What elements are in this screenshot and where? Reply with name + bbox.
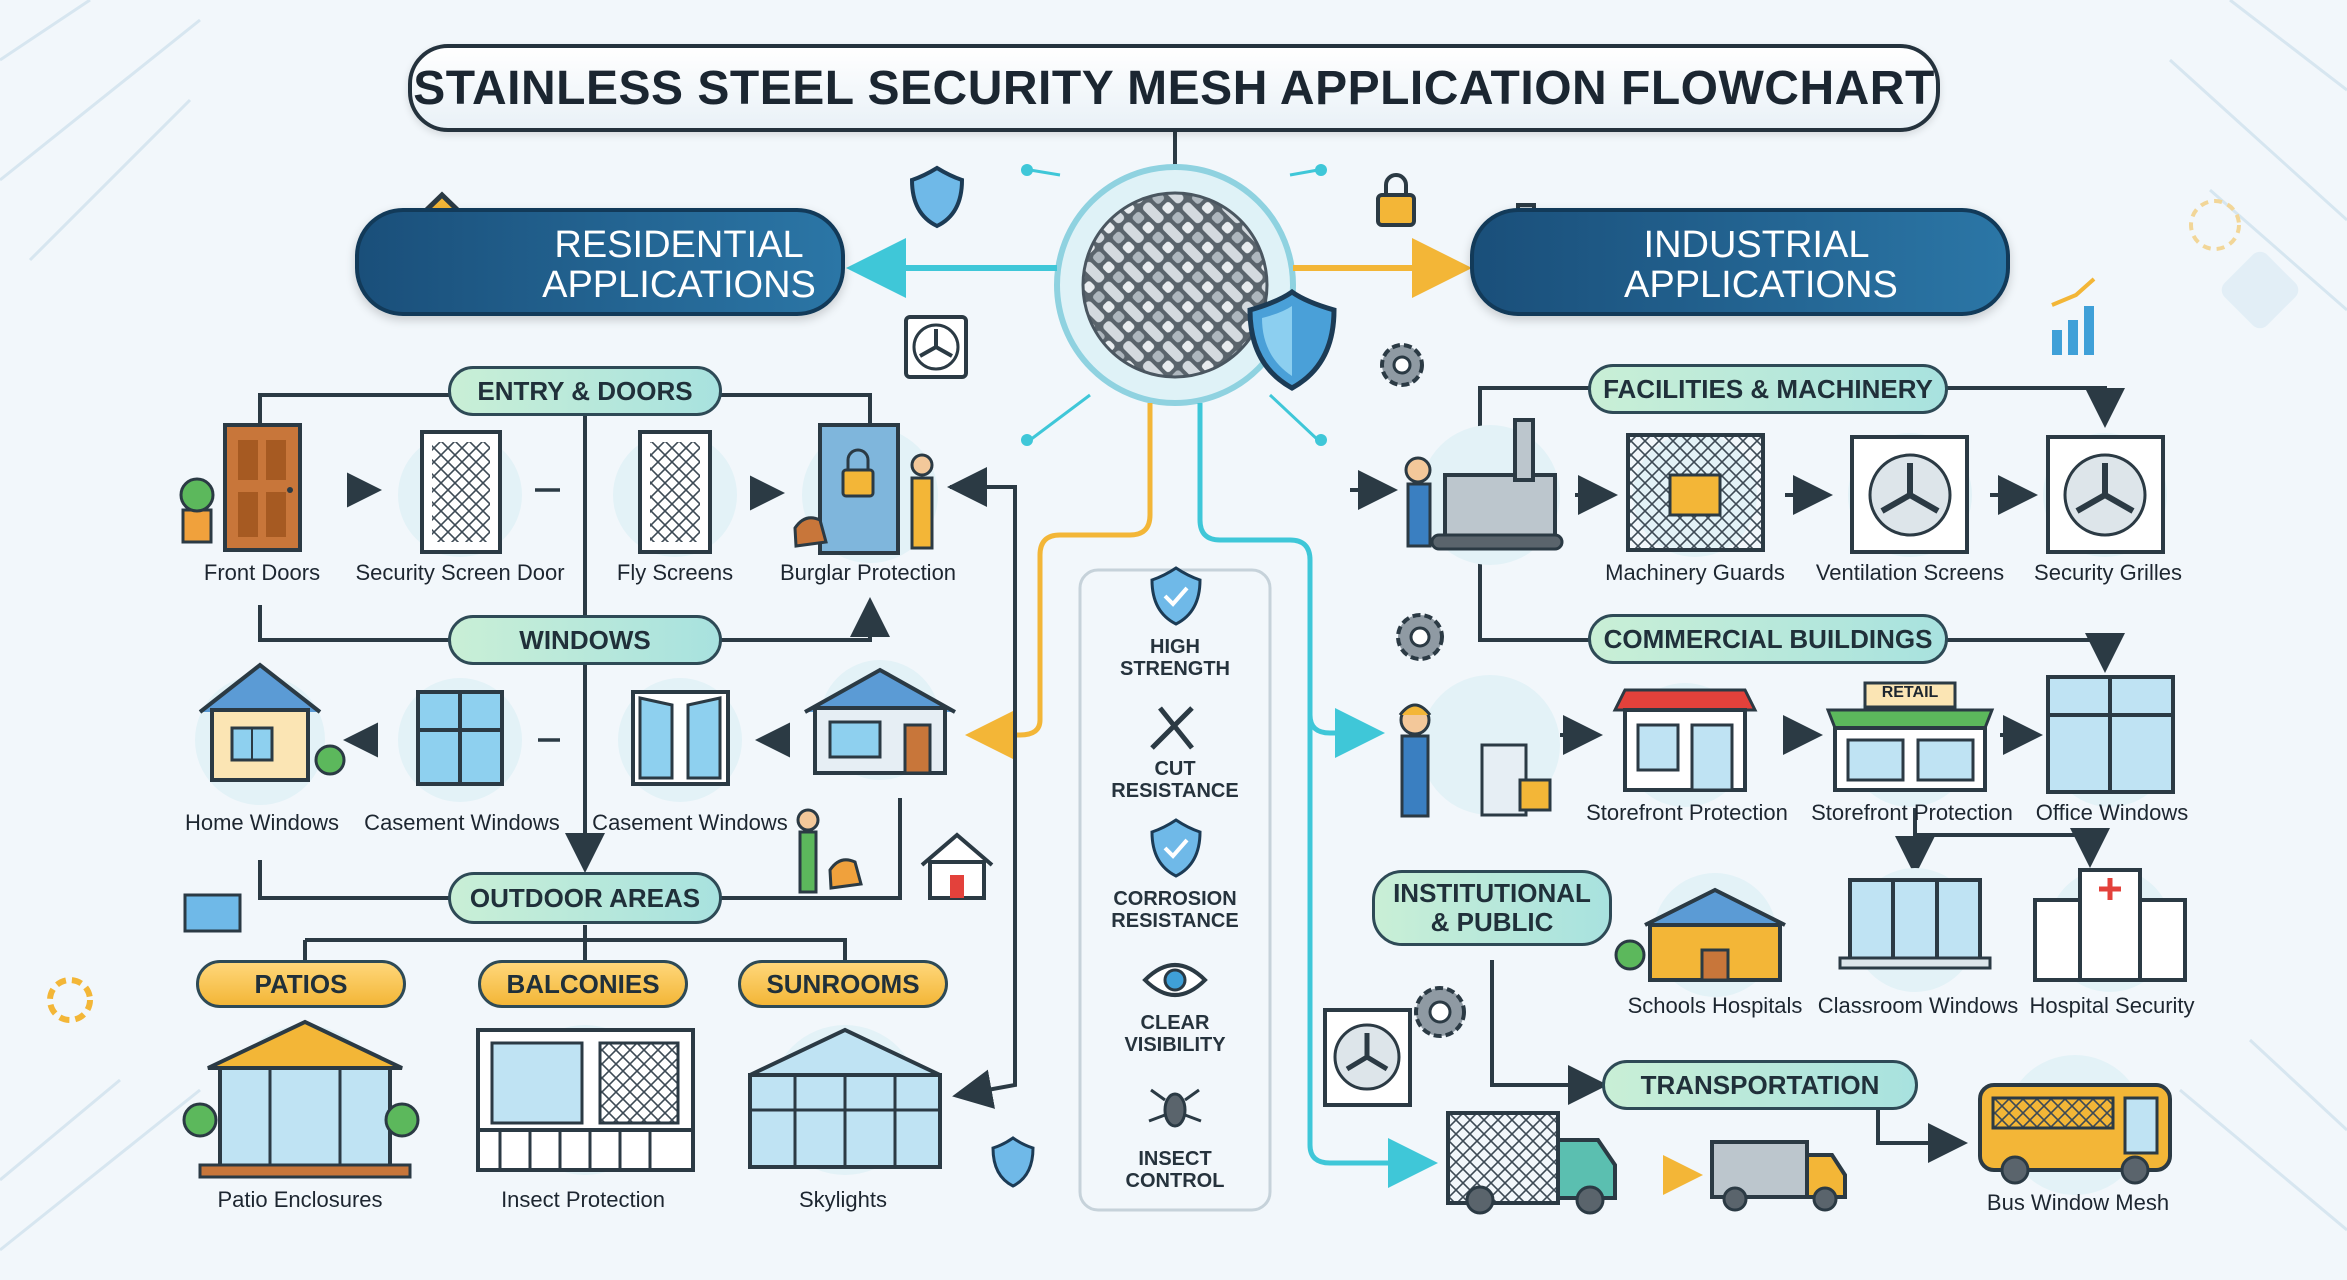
hospital-icon xyxy=(2033,868,2187,992)
burglar-protection-label: Burglar Protection xyxy=(779,560,957,585)
retail-store-icon xyxy=(1825,681,1995,807)
casement-window-icon xyxy=(398,678,522,802)
truck-mesh-icon xyxy=(1446,1111,1617,1215)
residential-applications-header[interactable]: RESIDENTIAL APPLICATIONS xyxy=(355,208,845,316)
factory-worker-icon xyxy=(1404,418,1564,565)
bus-window-mesh-label: Bus Window Mesh xyxy=(1986,1190,2170,1215)
schools-hospitals-label: Schools Hospitals xyxy=(1627,993,1803,1018)
retail-sign-label: RETAIL xyxy=(1881,684,1939,701)
industrial-title: INDUSTRIAL APPLICATIONS xyxy=(1624,224,1898,306)
institutional-public-label: INSTITUTIONAL & PUBLIC xyxy=(1393,878,1591,937)
facilities-machinery-pill[interactable]: FACILITIES & MACHINERY xyxy=(1588,364,1948,414)
ventilation-fan-icon xyxy=(1848,433,1972,557)
institutional-public-pill[interactable]: INSTITUTIONAL & PUBLIC xyxy=(1372,870,1612,946)
home-windows-label: Home Windows xyxy=(184,810,340,835)
feature-high-strength: HIGH STRENGTH xyxy=(1120,636,1230,680)
home-icon xyxy=(195,662,346,805)
outdoor-areas-label: OUTDOOR AREAS xyxy=(469,882,701,913)
hospital-security-label: Hospital Security xyxy=(2029,993,2195,1018)
lock-icon xyxy=(1376,173,1416,227)
security-grille-icon xyxy=(2043,433,2167,557)
sunroom-icon xyxy=(748,1025,942,1175)
windows-label: WINDOWS xyxy=(519,624,651,655)
casement-windows-label-2: Casement Windows xyxy=(592,810,788,835)
commercial-buildings-label: COMMERCIAL BUILDINGS xyxy=(1603,623,1933,654)
engineer-icon xyxy=(1398,675,1560,818)
balconies-pill[interactable]: BALCONIES xyxy=(478,960,688,1008)
office-window-icon xyxy=(2046,675,2175,807)
residential-title: RESIDENTIAL APPLICATIONS xyxy=(542,224,816,306)
feature-insect-control: INSECT CONTROL xyxy=(1125,1148,1225,1192)
page-title: STAINLESS STEEL SECURITY MESH APPLICATIO… xyxy=(413,61,1935,115)
classroom-windows-label: Classroom Windows xyxy=(1817,993,2019,1018)
storefront-protection-label-1: Storefront Protection xyxy=(1586,800,1788,825)
truck-icon xyxy=(1710,1140,1847,1212)
ventilation-screens-label: Ventilation Screens xyxy=(1815,560,2005,585)
casement-windows-label-1: Casement Windows xyxy=(364,810,560,835)
insect-protection-label: Insect Protection xyxy=(501,1187,665,1212)
fan-icon xyxy=(904,315,968,379)
toolbox-icon xyxy=(183,893,242,933)
feature-cut-resistance: CUT RESISTANCE xyxy=(1111,758,1239,802)
security-screen-door-label: Security Screen Door xyxy=(355,560,565,585)
storefront-icon xyxy=(1612,683,1758,807)
title-banner: STAINLESS STEEL SECURITY MESH APPLICATIO… xyxy=(408,44,1940,132)
machinery-guard-icon xyxy=(1626,433,1765,557)
machinery-guards-label: Machinery Guards xyxy=(1605,560,1785,585)
casement-window-open-icon xyxy=(618,678,742,802)
gear-icon xyxy=(1380,343,1466,1038)
storefront-protection-label-2: Storefront Protection xyxy=(1811,800,2013,825)
bus-icon xyxy=(1978,1055,2172,1195)
sunrooms-label: SUNROOMS xyxy=(766,968,920,999)
industrial-applications-header[interactable]: INDUSTRIAL APPLICATIONS xyxy=(1470,208,2010,316)
transportation-pill[interactable]: TRANSPORTATION xyxy=(1602,1060,1918,1110)
small-house-icon xyxy=(920,832,994,900)
background-decoration xyxy=(0,0,2347,1252)
security-screen-door-icon xyxy=(398,430,522,557)
chart-growth-icon xyxy=(2051,277,2096,355)
fan-box-icon xyxy=(1323,1008,1412,1107)
balconies-label: BALCONIES xyxy=(506,968,660,999)
security-grilles-label: Security Grilles xyxy=(2034,560,2182,585)
gazebo-icon xyxy=(182,1019,420,1179)
outdoor-areas-pill[interactable]: OUTDOOR AREAS xyxy=(448,872,722,924)
commercial-buildings-pill[interactable]: COMMERCIAL BUILDINGS xyxy=(1588,614,1948,664)
front-doors-label: Front Doors xyxy=(203,560,321,585)
shield-icon xyxy=(909,165,1035,1188)
windows-pill[interactable]: WINDOWS xyxy=(448,615,722,665)
patio-enclosures-label: Patio Enclosures xyxy=(217,1187,383,1212)
patios-label: PATIOS xyxy=(254,968,348,999)
mesh-hub xyxy=(1021,164,1337,446)
office-windows-label: Office Windows xyxy=(2035,800,2189,825)
front-door-icon xyxy=(179,423,302,552)
house-with-dog-icon xyxy=(796,660,956,894)
feature-corrosion-resistance: CORROSION RESISTANCE xyxy=(1111,888,1239,932)
transportation-label: TRANSPORTATION xyxy=(1640,1069,1880,1100)
entry-doors-pill[interactable]: ENTRY & DOORS xyxy=(448,366,722,416)
school-icon xyxy=(1614,873,1786,997)
entry-doors-label: ENTRY & DOORS xyxy=(477,375,693,406)
balcony-icon xyxy=(476,1025,695,1175)
facilities-machinery-label: FACILITIES & MACHINERY xyxy=(1603,373,1933,404)
fly-screen-icon xyxy=(613,430,737,557)
sun-decoration-icon xyxy=(47,977,93,1023)
classroom-window-icon xyxy=(1838,868,1992,992)
sunrooms-pill[interactable]: SUNROOMS xyxy=(738,960,948,1008)
fly-screens-label: Fly Screens xyxy=(616,560,734,585)
skylights-label: Skylights xyxy=(798,1187,888,1212)
feature-clear-visibility: CLEAR VISIBILITY xyxy=(1124,1012,1226,1056)
patios-pill[interactable]: PATIOS xyxy=(196,960,406,1008)
feature-icons xyxy=(1142,566,1208,1128)
burglar-lock-door-icon xyxy=(793,423,938,563)
